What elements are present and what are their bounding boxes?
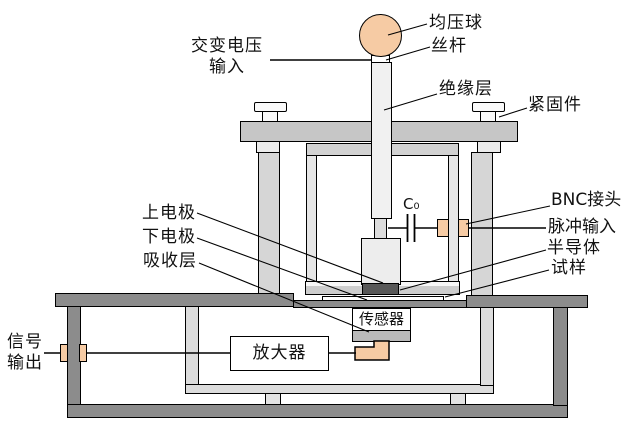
right-bolt-head (472, 102, 505, 112)
right-bolt-neck (480, 111, 496, 122)
signal-connector-left (60, 344, 68, 362)
amplifier-box: 放大器 (230, 336, 329, 371)
sample-layer (322, 296, 444, 301)
inner-frame-left-leg (306, 155, 317, 283)
upper-electrode-block (361, 238, 401, 285)
signal-output-label: 信号 输出 (6, 332, 44, 374)
sensor-l-connector (354, 340, 390, 361)
capacitor-label: C₀ (403, 195, 420, 213)
absorption-layer-label: 吸收层 (143, 251, 197, 271)
inner-frame-right-leg (448, 155, 459, 283)
equalizing-ball-label: 均压球 (429, 13, 483, 33)
ac-voltage-line2: 输入 (209, 57, 245, 77)
outer-frame-bottom (67, 404, 568, 418)
platform-left (55, 293, 294, 307)
leader-upper-electrode (196, 212, 384, 284)
outer-frame-right-wall (553, 306, 568, 406)
left-bolt-head (254, 102, 287, 112)
left-bolt-neck (262, 111, 278, 122)
pulse-input-label: 脉冲输入 (548, 217, 616, 237)
leader-sample (444, 269, 550, 298)
fastener-label: 紧固件 (528, 95, 582, 115)
amplifier-label: 放大器 (252, 343, 307, 363)
ac-voltage-label: 交变电压 输入 (181, 36, 273, 78)
left-support-column (258, 152, 280, 294)
signal-connector-right (79, 344, 87, 362)
right-support-column (471, 152, 493, 296)
sample-label: 试样 (551, 258, 587, 278)
insulating-rod (371, 62, 392, 219)
right-bolt-nut (477, 141, 501, 153)
signal-output-line2: 输出 (7, 353, 43, 373)
screw-rod-label: 丝杆 (431, 36, 467, 56)
platform-right (466, 295, 588, 308)
bnc-connector-label: BNC接头 (551, 190, 622, 210)
sensor-label: 传感器 (358, 310, 404, 328)
insulation-layer-label: 绝缘层 (439, 79, 493, 99)
ac-voltage-line1: 交变电压 (191, 36, 263, 56)
absorber-bar (352, 330, 411, 342)
inner-box-left-wall (185, 306, 199, 386)
semiconductor-label: 半导体 (547, 238, 601, 258)
inner-box-bottom (185, 384, 494, 394)
sensor-box: 传感器 (352, 308, 411, 331)
left-bolt-nut (256, 141, 280, 153)
signal-output-line1: 信号 (7, 332, 43, 352)
equalizing-ball (359, 14, 402, 57)
lower-electrode-label: 下电极 (142, 227, 196, 247)
semiconductor-layer (362, 283, 399, 295)
electrode-stem (374, 218, 387, 239)
inner-box-right-wall (480, 306, 494, 386)
platform-recess (293, 300, 468, 308)
upper-electrode-label: 上电极 (142, 203, 196, 223)
